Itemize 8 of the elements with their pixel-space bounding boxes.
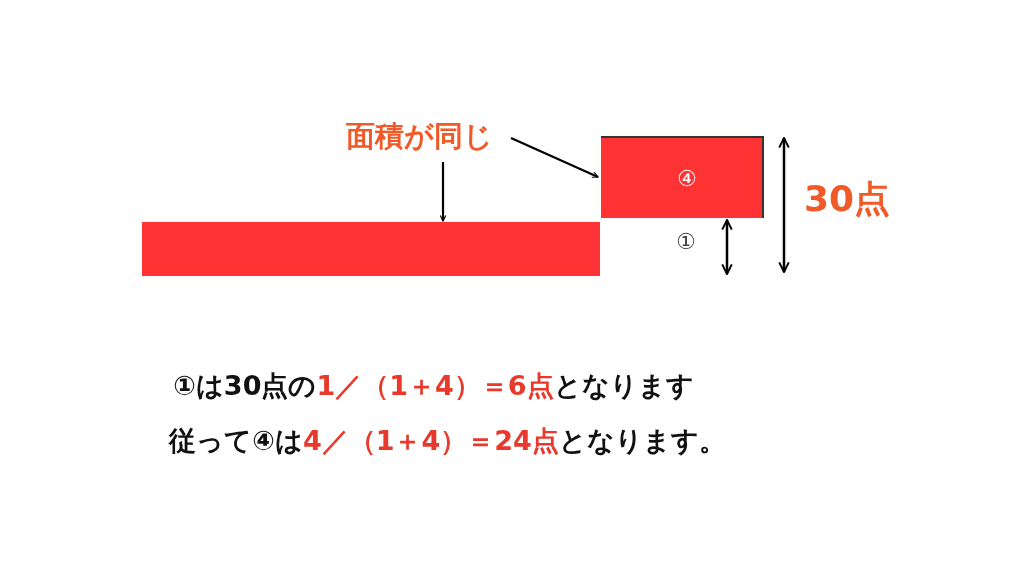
explanation-text: ①は30点の1／（1＋4）＝6点となります — [173, 369, 694, 403]
callout-text: 面積が同じ — [345, 118, 493, 155]
area-bar — [142, 222, 600, 276]
part-number: ④ — [677, 165, 697, 191]
part-number: ① — [676, 229, 696, 254]
explanation-text: 従って④は4／（1＋4）＝24点となります。 — [169, 424, 726, 458]
total-value: 30点 — [804, 177, 891, 221]
area-box — [601, 136, 764, 218]
